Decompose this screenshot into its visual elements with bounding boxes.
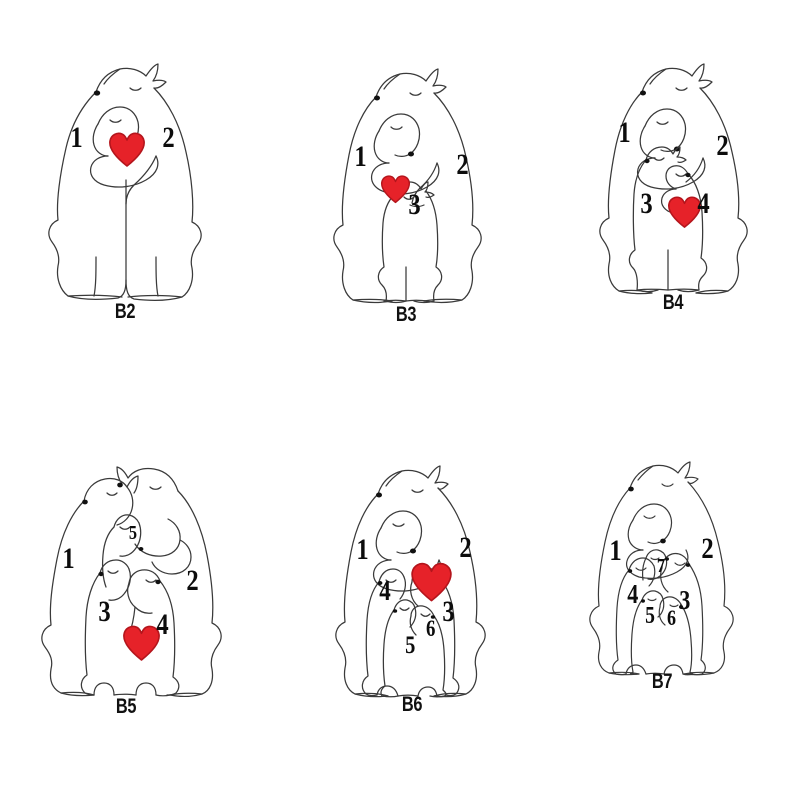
variant-panel-b5[interactable]: 1 2 3 4 5 B5 [28,445,224,720]
bear-number-b6-5: 5 [404,631,415,659]
bear-number-b7-2: 2 [701,532,714,565]
bear-number-b4-4: 4 [697,187,710,220]
bear-number-b7-3: 3 [679,584,691,615]
variant-caption-b4: B4 [662,291,684,314]
bear-number-b5-3: 3 [98,595,111,628]
bear-number-b5-5: 5 [128,522,138,544]
heart-icon-b3-1 [380,175,411,209]
bear-number-b7-4: 4 [627,578,639,609]
heart-icon-b4-1 [667,196,702,234]
bear-number-b5-1: 1 [62,542,75,575]
bear-number-b6-6: 6 [426,615,436,641]
heart-icon-b5-1 [122,625,161,667]
variant-caption-b6: B6 [401,693,423,716]
bear-number-b6-3: 3 [442,595,455,628]
bear-number-b7-6: 6 [667,605,677,630]
bear-number-b3-2: 2 [456,148,469,181]
bear-lineart-b7 [576,448,748,676]
variant-caption-b3: B3 [395,303,417,326]
variant-caption-b5: B5 [115,695,137,718]
bear-number-b2-2: 2 [162,121,175,154]
variant-panel-b3[interactable]: 1 2 3 B3 [316,55,496,327]
bear-number-b4-3: 3 [640,187,653,220]
bear-number-b5-2: 2 [186,564,199,597]
bear-number-b3-3: 3 [408,188,421,221]
variant-caption-b2: B2 [114,300,136,323]
bear-number-b7-5: 5 [644,603,655,629]
variant-panel-b4[interactable]: 1 2 3 4 B4 [584,48,762,320]
heart-icon-b2-1 [108,132,146,173]
bear-number-b7-1: 1 [609,534,622,567]
bear-lineart-b2 [34,52,216,302]
variant-caption-b7: B7 [651,670,673,693]
bear-lineart-b5 [28,445,224,697]
bear-number-b6-1: 1 [356,533,369,566]
bear-number-b7-7: 7 [656,555,666,577]
bear-number-b3-1: 1 [354,140,367,173]
variant-panel-b6[interactable]: 1 2 3 4 5 6 B6 [322,450,502,720]
bear-number-b5-4: 4 [156,608,169,641]
bear-number-b6-4: 4 [378,576,391,607]
heart-icon-b6-1 [410,562,453,608]
variant-panel-b2[interactable]: 1 2 B2 [34,52,216,327]
variant-panel-b7[interactable]: 1 2 3 4 5 6 7 B7 [576,448,748,698]
bear-number-b4-1: 1 [618,116,631,149]
bear-number-b2-1: 1 [70,121,83,154]
bear-number-b6-2: 2 [459,531,472,564]
bear-number-b4-2: 2 [716,129,729,162]
bear-lineart-b4 [584,48,762,296]
